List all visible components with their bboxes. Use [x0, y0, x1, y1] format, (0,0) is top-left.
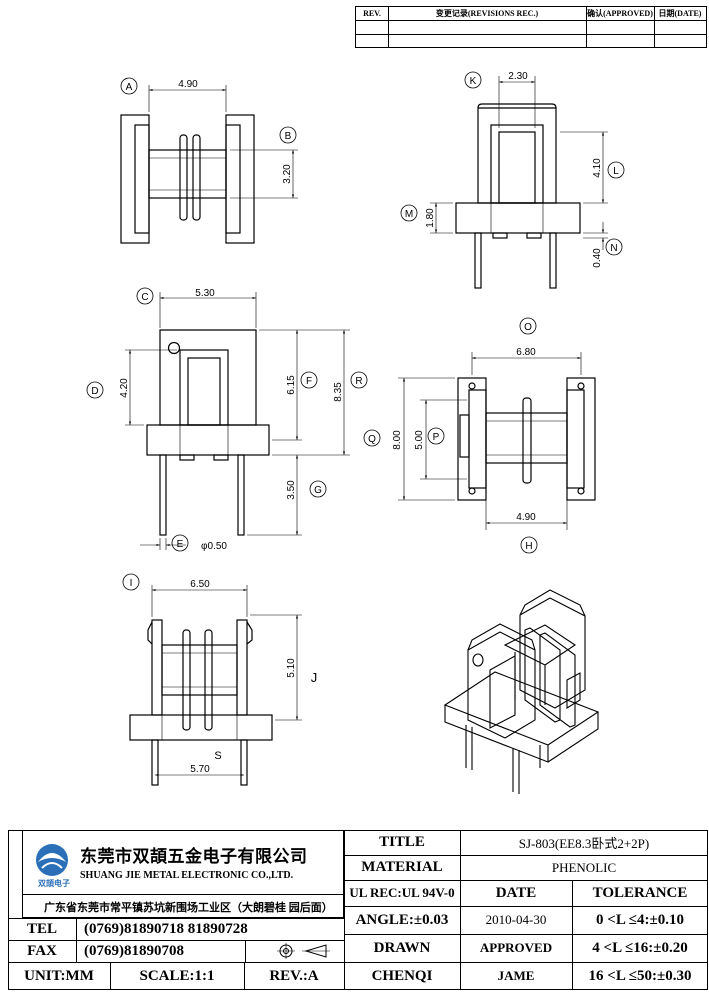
company-address: 广东省东莞市常平镇苏坑新围场工业区（大朗碧桂 园后面） — [44, 902, 333, 914]
rev: REV.:A — [269, 967, 319, 984]
title-value: SJ-803(EE8.3卧式2+2P) — [518, 836, 650, 851]
tel-label: TEL — [26, 920, 57, 937]
view-top-left — [120, 114, 255, 244]
label-f: F — [306, 376, 312, 387]
scale: SCALE:1:1 — [139, 967, 215, 984]
dim-q: 8.00 — [392, 430, 403, 450]
dim-j: 5.10 — [286, 658, 297, 678]
label-j: J — [311, 670, 318, 685]
tel-value: (0769)81890718 81890728 — [84, 920, 248, 937]
dim-n: 0.40 — [592, 248, 603, 268]
date-header: 日期(DATE) — [658, 9, 702, 18]
fax-label: FAX — [27, 942, 57, 959]
company-logo-text: 双頡电子 — [38, 879, 70, 888]
company-name-en: SHUANG JIE METAL ELECTRONIC CO.,LTD. — [80, 870, 294, 881]
dim-e: φ0.50 — [201, 541, 227, 552]
material-value: PHENOLIC — [551, 859, 617, 875]
view-middle-right — [457, 377, 596, 501]
label-h: H — [525, 541, 532, 552]
tolerance-label: TOLERANCE — [592, 884, 688, 901]
unit: UNIT:MM — [24, 967, 94, 984]
label-g: G — [314, 485, 322, 496]
revisions-header: 变更记录(REVISIONS REC.) — [435, 9, 539, 18]
dim-m: 1.80 — [425, 208, 436, 228]
label-s: S — [214, 750, 221, 762]
title-label: TITLE — [379, 834, 425, 850]
view-bottom-left — [129, 619, 273, 786]
rev-header: REV. — [363, 9, 381, 18]
isometric-view — [443, 589, 600, 794]
label-b: B — [285, 131, 292, 142]
checked-label: CHENQI — [371, 967, 433, 984]
tolerance-2: 4 <L ≤16:±0.20 — [592, 939, 688, 956]
dim-f: 6.15 — [286, 375, 297, 395]
approved-header: 确认(APPROVED) — [587, 9, 653, 18]
dim-h: 4.90 — [516, 512, 536, 523]
company-name-cn: 东莞市双頡五金电子有限公司 — [80, 847, 308, 866]
label-o: O — [524, 322, 532, 333]
title-block: 双頡电子 东莞市双頡五金电子有限公司 SHUANG JIE METAL ELEC… — [0, 828, 709, 993]
label-i: I — [130, 578, 133, 589]
dim-s: 5.70 — [190, 764, 210, 775]
label-p: P — [433, 432, 440, 443]
tolerance-1: 0 <L ≤4:±0.10 — [596, 911, 684, 928]
technical-drawing: A 4.90 B 3.20 K 2.30 L 4.10 M 1.80 N 0.4… — [86, 71, 625, 794]
label-q: Q — [368, 434, 376, 445]
dim-i: 6.50 — [190, 579, 210, 590]
dim-d: 4.20 — [119, 378, 130, 398]
dim-b: 3.20 — [282, 164, 293, 184]
label-c: C — [141, 292, 148, 303]
dim-r: 8.35 — [333, 382, 344, 402]
drawn-value: APPROVED — [479, 940, 553, 955]
revision-table: REV. 变更记录(REVISIONS REC.) 确认(APPROVED) 日… — [355, 6, 707, 48]
label-a: A — [126, 82, 133, 93]
label-n: N — [610, 243, 617, 254]
dim-c: 5.30 — [195, 288, 215, 299]
tolerance-3: 16 <L ≤50:±0.30 — [588, 967, 692, 984]
label-d: D — [91, 386, 98, 397]
projection-symbol-icon — [277, 943, 330, 959]
label-m: M — [405, 209, 413, 220]
ul-rec: UL REC:UL 94V-0 — [349, 885, 455, 900]
view-middle-left — [146, 329, 270, 536]
angle-tolerance: ANGLE:±0.03 — [355, 911, 449, 928]
date-label: DATE — [495, 884, 537, 901]
dim-o: 6.80 — [516, 347, 536, 358]
fax-value: (0769)81890708 — [84, 942, 184, 959]
dim-k: 2.30 — [508, 71, 528, 82]
dim-a: 4.90 — [178, 79, 198, 90]
view-top-right — [455, 103, 581, 289]
dim-l: 4.10 — [592, 158, 603, 178]
label-l: L — [613, 166, 619, 177]
drawn-label: DRAWN — [373, 939, 431, 956]
material-label: MATERIAL — [361, 859, 443, 875]
company-logo-icon — [36, 844, 68, 876]
label-r: R — [355, 376, 362, 387]
dim-g: 3.50 — [286, 480, 297, 500]
checked-value: JAME — [497, 968, 535, 983]
date-value: 2010-04-30 — [485, 912, 547, 927]
label-e: E — [177, 539, 184, 550]
dim-p: 5.00 — [414, 430, 425, 450]
label-k: K — [470, 76, 477, 87]
